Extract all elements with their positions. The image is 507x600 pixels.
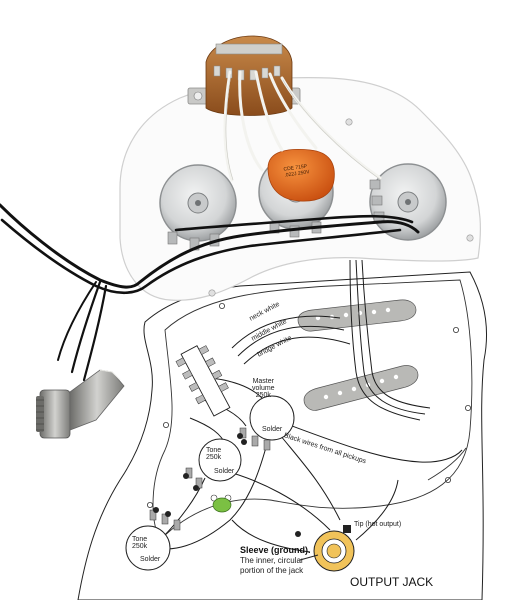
- tone-middle-label: Tone 250k: [206, 447, 221, 461]
- white-wires: [223, 70, 382, 182]
- solder-label-tone-bridge: Solder: [140, 556, 161, 563]
- tone-middle-line2: 250k: [206, 454, 222, 461]
- printed-five-way-switch: [175, 345, 231, 417]
- tone-bridge-line2: 250k: [132, 543, 148, 550]
- orange-capacitor: [267, 149, 335, 202]
- printed-tone-bridge-pot: [125, 509, 181, 571]
- sleeve-line1: Sleeve (ground).: [240, 545, 311, 555]
- printed-solder-points: [153, 433, 351, 537]
- sleeve-label: Sleeve (ground). The inner, circular por…: [240, 546, 311, 575]
- tone-bridge-label: Tone 250k: [132, 536, 147, 550]
- neck-pickup-print: [297, 299, 417, 332]
- tip-label: Tip (hot output): [354, 521, 402, 528]
- printed-output-jack: [299, 525, 355, 572]
- master-volume-line2: volume: [252, 385, 275, 392]
- solder-label-volume: Solder: [262, 426, 283, 433]
- master-volume-line1: Master: [252, 378, 274, 385]
- sleeve-line2: The inner, circular: [240, 556, 304, 565]
- solder-label-tone-middle: Solder: [214, 468, 235, 475]
- output-jack-label: OUTPUT JACK: [350, 575, 434, 589]
- white-wire-shadows: [225, 73, 382, 181]
- tone-pot-bridge-photo: [369, 163, 447, 241]
- printed-tone-middle-pot: [185, 438, 242, 502]
- tone-middle-line1: Tone: [206, 447, 222, 454]
- master-volume-label: Master volume 250k: [252, 378, 275, 399]
- black-wires: [0, 203, 420, 382]
- volume-pot-photo: [159, 164, 237, 251]
- sleeve-line3: portion of the jack: [240, 566, 304, 575]
- printed-master-volume-pot: [239, 395, 295, 451]
- tone-bridge-line1: Tone: [132, 536, 148, 543]
- master-volume-line3: 250k: [255, 392, 271, 399]
- green-capacitor-print: [212, 497, 232, 513]
- output-jack-photo: [36, 369, 125, 439]
